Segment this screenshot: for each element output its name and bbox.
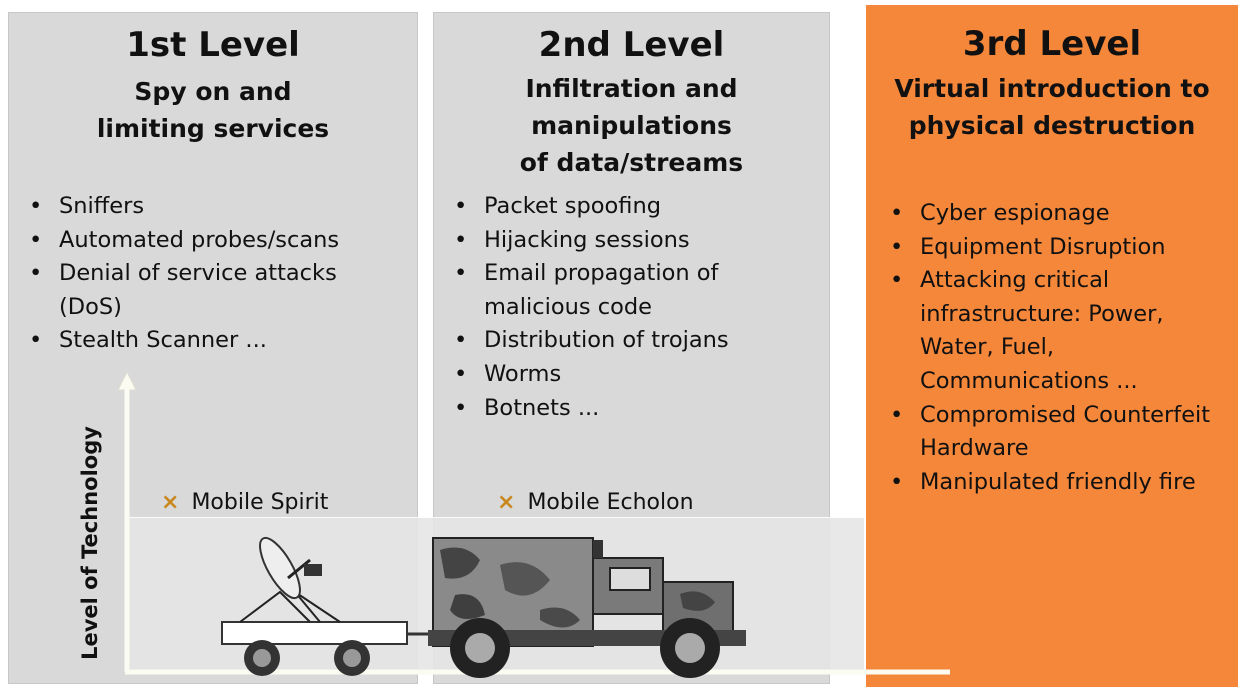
vehicles-illustration (221, 536, 746, 678)
list-item: Automated probes/scans (25, 224, 339, 258)
system-label: Mobile Spirit (191, 490, 329, 515)
list-item: Cyber espionage (886, 197, 1210, 231)
list-item: Email propagation of malicious code (450, 257, 729, 324)
list-item: Compromised Counterfeit Hardware (886, 399, 1210, 466)
level-3-list: Cyber espionage Equipment Disruption Att… (886, 197, 1210, 499)
list-item: Worms (450, 358, 729, 392)
list-item: Equipment Disruption (886, 231, 1210, 265)
level-2-subtitle: Infiltration and manipulations of data/s… (519, 74, 744, 177)
level-3-title: 3rd Level (962, 24, 1142, 64)
level-3-panel: 3rd Level Virtual introduction to physic… (866, 5, 1238, 687)
level-1-subtitle: Spy on and limiting services (96, 77, 330, 143)
system-marker-1: × Mobile Spirit (161, 488, 328, 518)
axis-label: Level of Technology (78, 426, 102, 660)
axis-arrow-head (117, 370, 137, 391)
list-item: Distribution of trojans (450, 324, 729, 358)
list-item: Stealth Scanner ... (25, 324, 339, 358)
satellite-trailer-icon (221, 536, 455, 676)
level-1-title: 1st Level (126, 25, 300, 65)
list-item: Hijacking sessions (450, 224, 729, 258)
list-item: Manipulated friendly fire (886, 466, 1210, 500)
system-marker-2: × Mobile Echolon (497, 488, 694, 518)
list-item: Sniffers (25, 190, 339, 224)
system-label: Mobile Echolon (527, 490, 694, 515)
level-3-subtitle: Virtual introduction to physical destruc… (894, 74, 1210, 140)
cross-marker-icon: × (161, 490, 180, 515)
list-item: Botnets ... (450, 392, 729, 426)
camouflage-truck-icon (428, 537, 746, 678)
list-item: Denial of service attacks (DoS) (25, 257, 339, 324)
level-2-list: Packet spoofing Hijacking sessions Email… (450, 190, 729, 425)
list-item: Attacking critical infrastructure: Power… (886, 264, 1210, 398)
list-item: Packet spoofing (450, 190, 729, 224)
level-2-title: 2nd Level (538, 25, 725, 65)
cross-marker-icon: × (497, 490, 516, 515)
level-1-list: Sniffers Automated probes/scans Denial o… (25, 190, 339, 358)
